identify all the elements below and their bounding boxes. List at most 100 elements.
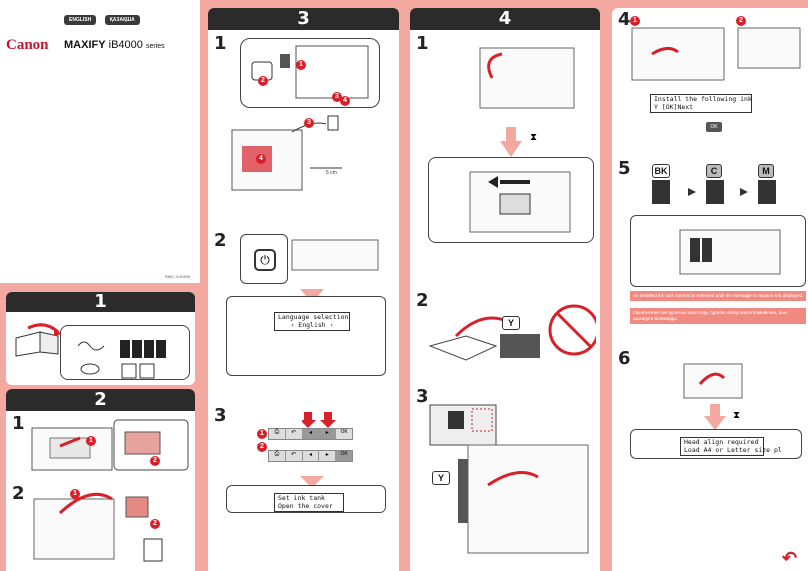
language-lcd-frame	[226, 296, 386, 376]
marker-1c: 1	[257, 429, 267, 439]
printer-back-illustration	[251, 45, 369, 99]
ok-button[interactable]: OK	[336, 451, 352, 461]
marker-1d: 1	[630, 16, 640, 26]
language-lcd: Language selection ‹ English ›	[274, 312, 350, 331]
back-icon[interactable]: ↶	[286, 429, 303, 439]
lcd-open-cover: Open the cover	[278, 501, 333, 510]
close-cover-illustration	[683, 363, 743, 399]
lcd-language-english: English	[298, 320, 326, 329]
language-tabs: ENGLISH ҚАЗАҚША	[64, 8, 144, 26]
step2-header: 2	[6, 389, 195, 411]
ink-label-bk: BK	[652, 164, 670, 178]
model-suffix: series	[145, 43, 165, 50]
cable-distance-note: 5 cm	[326, 170, 337, 176]
step6-label: 6	[618, 348, 631, 369]
installed-tanks-illustration	[679, 229, 781, 275]
marker-3: 3	[304, 118, 314, 128]
close-lock-illustration	[631, 27, 801, 81]
ink-label-y2: Y	[432, 471, 450, 485]
step4-sub2: 2	[416, 290, 429, 311]
marker-4: 4	[256, 154, 266, 164]
power-button[interactable]: ⏻	[254, 249, 276, 271]
step5-label: 5	[618, 158, 631, 179]
step3-sub1: 1	[214, 33, 227, 54]
hourglass-icon: ⧗	[530, 132, 538, 143]
marker-4: 4	[340, 96, 350, 106]
head-align-lcd: Head align required Load A4 or Letter si…	[680, 437, 782, 456]
lcd-head-line1: Head align required	[684, 438, 759, 446]
next-page-arrow-icon[interactable]: ↶	[782, 548, 798, 568]
warning-en-text: An installed ink tank cannot be removed …	[633, 293, 804, 298]
warning-kz-text: Орнатылған сия құтысын ауыстыру туралы х…	[633, 310, 788, 321]
lcd-language-title: Language selection	[278, 313, 349, 321]
left-arrow-button[interactable]: ◂	[303, 451, 320, 461]
menu-icon[interactable]: ⎙	[269, 429, 286, 439]
cd-rom-illustration	[80, 363, 100, 375]
ink-tanks-row-illustration	[652, 180, 776, 204]
printer-top-illustration	[291, 239, 379, 271]
step3-sub2: 2	[214, 230, 227, 251]
ink-label-y: Y	[502, 316, 520, 330]
set-ink-lcd: Set ink tank Open the cover	[274, 493, 344, 512]
menu-icon[interactable]: ⎙	[269, 451, 286, 461]
marker-2b: 2	[150, 519, 160, 529]
marker-1b: 1	[70, 489, 80, 499]
lang-english-button[interactable]: ENGLISH	[64, 15, 97, 25]
step3-header: 3	[208, 8, 399, 30]
printer-front-illustration	[231, 115, 342, 191]
step4-sub3: 3	[416, 386, 429, 407]
marker-2: 2	[258, 76, 268, 86]
step-right-panel	[612, 8, 808, 571]
insert-ink-illustration	[429, 404, 589, 554]
left-arrow-button[interactable]: ◂	[302, 429, 320, 439]
power-cord-illustration	[77, 341, 105, 351]
marker-2: 2	[150, 456, 160, 466]
box-illustration	[15, 323, 62, 357]
down-arrow-2	[300, 476, 324, 488]
back-icon[interactable]: ↶	[286, 451, 303, 461]
down-arrow-3	[500, 127, 522, 157]
warning-kz-box: Орнатылған сия құтысын ауыстыру туралы х…	[630, 308, 806, 324]
lcd-set-ink: Set ink tank	[278, 494, 325, 502]
install-ink-lcd: Install the following ink Y [OK]Next	[650, 94, 752, 113]
lcd-language-value: ‹ English ›	[290, 320, 334, 329]
open-cover-illustration	[31, 419, 189, 471]
control-panel-row-1: ⎙ ↶ ◂ ▸ OK	[268, 428, 353, 440]
step2-sub1: 1	[12, 413, 25, 434]
marker-3: 3	[332, 92, 342, 102]
model-name: MAXIFY	[64, 39, 106, 51]
ink-label-c: C	[706, 164, 722, 178]
ink-label-m: M	[758, 164, 774, 178]
step3-sub3: 3	[214, 405, 227, 426]
red-press-arrows	[302, 412, 336, 428]
ok-button[interactable]: OK	[340, 429, 348, 435]
right-arrow-button[interactable]: ▸	[319, 451, 337, 461]
open-top-cover-illustration	[479, 47, 575, 109]
lcd-install-line2: Y [OK]Next	[654, 102, 694, 111]
manuals-illustration	[121, 363, 155, 379]
right-arrow-button[interactable]: ▸	[319, 429, 337, 439]
document-code: RMC: K10409	[165, 274, 191, 279]
lcd-install-line1: Install the following ink	[654, 95, 752, 103]
carriage-illustration	[469, 171, 571, 233]
ink-tanks-illustration	[120, 340, 166, 358]
marker-1: 1	[296, 60, 306, 70]
step4-header: 4	[410, 8, 600, 30]
warning-en-box: An installed ink tank cannot be removed …	[630, 291, 806, 301]
model-title: MAXIFY iB4000 series	[64, 39, 165, 51]
marker-2c: 2	[257, 442, 267, 452]
lcd-head-line2: Load A4 or Letter size pl	[684, 445, 782, 454]
step4-sub4: 4	[618, 9, 631, 30]
marker-1: 1	[86, 436, 96, 446]
canon-logo: Canon	[6, 37, 49, 53]
step2-sub2: 2	[12, 483, 25, 504]
step1-header: 1	[6, 292, 195, 312]
marker-2d: 2	[736, 16, 746, 26]
lang-kazakh-button[interactable]: ҚАЗАҚША	[104, 15, 140, 25]
down-arrow-4	[704, 404, 726, 430]
ok-button-right[interactable]: OK	[706, 122, 722, 132]
hourglass-icon: ⧗	[733, 410, 741, 421]
cover-panel: ENGLISH ҚАЗАҚША Canon MAXIFY iB4000 seri…	[0, 0, 200, 283]
unpack-ink-illustration	[428, 304, 596, 361]
